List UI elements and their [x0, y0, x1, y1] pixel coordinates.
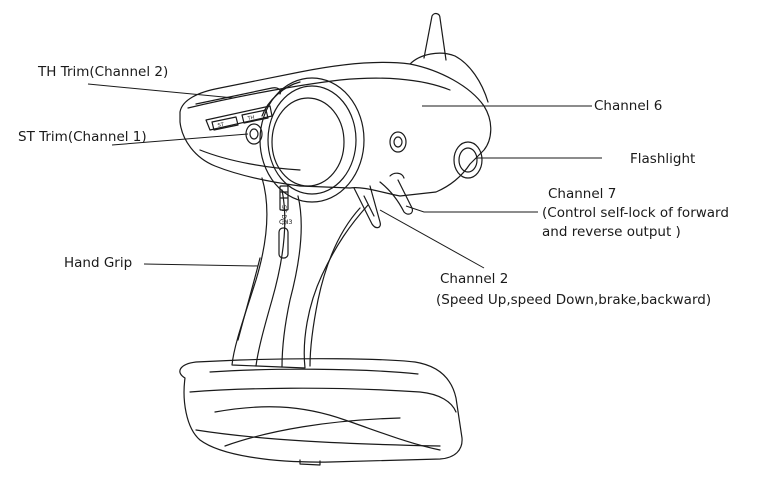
transmitter-body [179, 52, 492, 197]
leader-hand-grip [143, 263, 259, 267]
label-hand-grip: Hand Grip [64, 255, 133, 271]
hand-grip [231, 177, 369, 369]
throttle-trigger [353, 172, 413, 229]
label-channel-7-desc-2: and reverse output ) [542, 224, 681, 240]
label-st-trim: ST Trim(Channel 1) [18, 129, 147, 145]
transmitter-base [179, 358, 463, 466]
ch3-marking: CH3 [279, 218, 293, 226]
st-dr-switch [279, 185, 289, 211]
leader-st-trim [111, 133, 249, 146]
steering-wheel [259, 77, 365, 203]
transmitter-illustration [179, 12, 492, 466]
antenna [423, 12, 447, 61]
st-dr-marking: ST D/R [280, 205, 287, 225]
st-trim-marking: ST [217, 122, 225, 129]
side-knobs [245, 123, 407, 153]
trim-switch-strip [195, 87, 282, 131]
label-flashlight: Flashlight [630, 151, 696, 167]
label-channel-7-title: Channel 7 [548, 186, 617, 202]
leader-channel-2 [379, 209, 485, 269]
label-channel-6: Channel 6 [594, 98, 663, 114]
th-trim-marking: TH [246, 115, 255, 123]
leader-th-trim [87, 83, 235, 99]
label-th-trim: TH Trim(Channel 2) [38, 64, 169, 80]
leader-channel-7 [405, 205, 538, 213]
label-channel-7-desc-1: (Control self-lock of forward [542, 205, 729, 221]
rear-grip-line [309, 207, 361, 367]
ch3-button [278, 227, 289, 259]
flashlight [453, 141, 483, 179]
label-channel-2-title: Channel 2 [440, 271, 509, 287]
device-markings: ST D/R CH3 ST TH [217, 115, 292, 226]
leader-lines [87, 83, 602, 269]
label-channel-2-desc: (Speed Up,speed Down,brake,backward) [436, 292, 712, 308]
